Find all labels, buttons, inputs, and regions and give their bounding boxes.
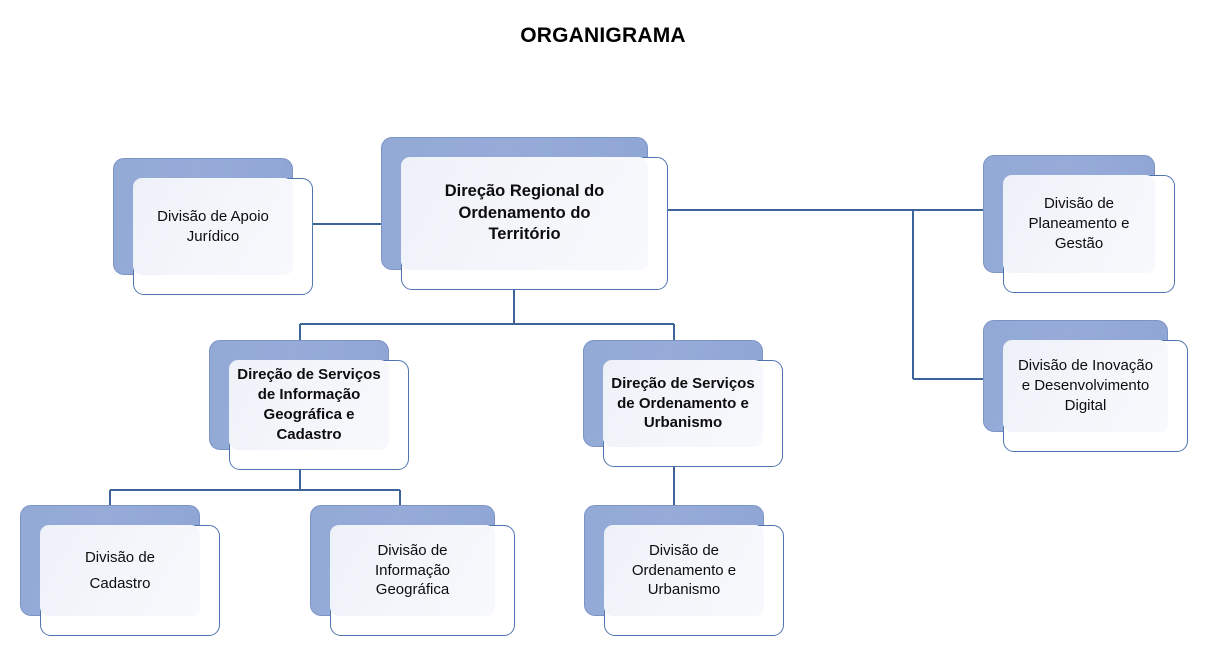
node-direcao-servicos-ordenamento-urbanismo[interactable]: Direção de Serviços de Ordenamento e Urb… (583, 340, 783, 467)
node-direcao-servicos-informacao-geografica-cadastro[interactable]: Direção de Serviços de Informação Geográ… (209, 340, 409, 470)
node-label: Divisão de Inovação e Desenvolvimento Di… (1017, 357, 1154, 414)
node-label: Divisão de Ordenamento e Urbanismo (631, 541, 737, 599)
node-label: Direção Regional do Ordenamento do Terri… (444, 181, 605, 244)
node-divisao-cadastro[interactable]: Divisão de Cadastro (20, 505, 220, 636)
node-fill (330, 525, 495, 616)
node-divisao-ordenamento-urbanismo[interactable]: Divisão de Ordenamento e Urbanismo (584, 505, 784, 636)
node-label: Divisão de Cadastro (84, 548, 156, 592)
node-label: Direção de Serviços de Ordenamento e Urb… (611, 374, 755, 432)
node-fill (603, 360, 763, 447)
node-label: Divisão de Planeamento e Gestão (1028, 195, 1130, 252)
node-direcao-regional-ordenamento-territorio[interactable]: Direção Regional do Ordenamento do Terri… (381, 137, 668, 290)
node-divisao-apoio-juridico[interactable]: Divisão de Apoio Jurídico (113, 158, 313, 295)
node-divisao-planeamento-gestao[interactable]: Divisão de Planeamento e Gestão (983, 155, 1175, 293)
node-divisao-informacao-geografica[interactable]: Divisão de Informação Geográfica (310, 505, 515, 636)
node-divisao-inovacao-desenvolvimento-digital[interactable]: Divisão de Inovação e Desenvolvimento Di… (983, 320, 1188, 452)
node-label: Direção de Serviços de Informação Geográ… (237, 366, 381, 443)
node-label: Divisão de Apoio Jurídico (157, 207, 269, 245)
node-fill (229, 360, 389, 450)
node-fill (133, 178, 293, 275)
node-fill (604, 525, 764, 616)
page-title: ORGANIGRAMA (520, 24, 686, 47)
node-fill (40, 525, 200, 616)
node-fill (401, 157, 648, 270)
node-fill (1003, 340, 1168, 432)
node-fill (1003, 175, 1155, 273)
node-label: Divisão de Informação Geográfica (374, 541, 451, 599)
